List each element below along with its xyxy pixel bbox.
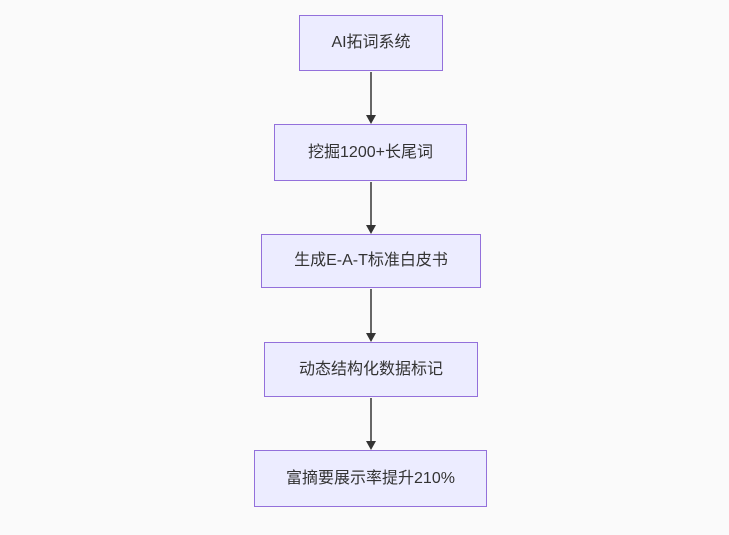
arrow-down-icon <box>366 182 376 234</box>
node-label: 富摘要展示率提升210% <box>286 469 455 487</box>
flow-node-dynamic-structured-data-markup: 动态结构化数据标记 <box>264 342 478 397</box>
flow-node-rich-snippet-rate-increase: 富摘要展示率提升210% <box>254 450 487 507</box>
flow-node-mine-longtail-keywords: 挖掘1200+长尾词 <box>274 124 467 181</box>
node-label: 生成E-A-T标准白皮书 <box>294 252 448 270</box>
flow-node-generate-eat-whitepaper: 生成E-A-T标准白皮书 <box>261 234 481 288</box>
node-label: 挖掘1200+长尾词 <box>308 143 433 161</box>
arrow-down-icon <box>366 289 376 342</box>
node-label: AI拓词系统 <box>331 34 411 52</box>
node-label: 动态结构化数据标记 <box>298 360 443 378</box>
flow-node-ai-word-expansion-system: AI拓词系统 <box>299 15 443 71</box>
arrow-down-icon <box>366 398 376 450</box>
arrow-down-icon <box>366 72 376 124</box>
